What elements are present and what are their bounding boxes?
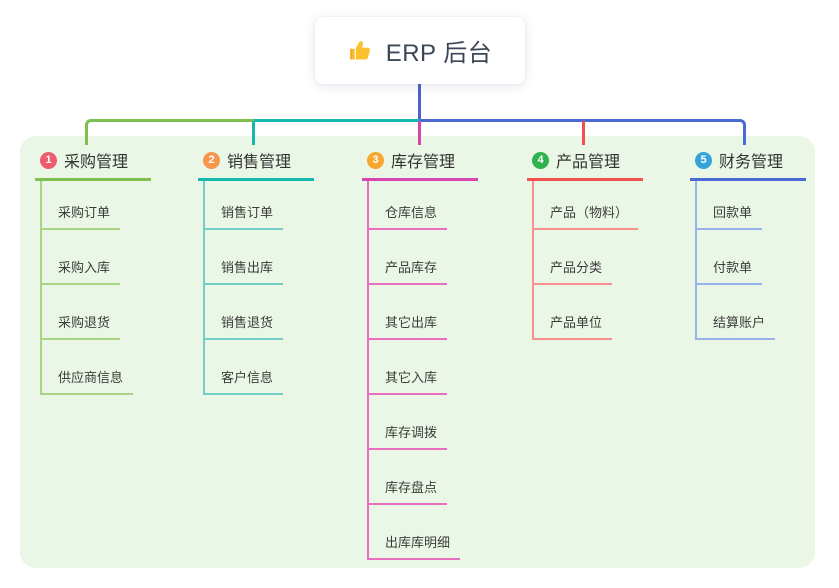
branch-header-1[interactable]: 1 采购管理 [35, 148, 151, 181]
branch-title: 产品管理 [556, 154, 621, 171]
branch-title: 销售管理 [227, 154, 292, 171]
branch-item[interactable]: 产品单位 [532, 313, 613, 340]
branch-number-badge: 1 [40, 151, 57, 169]
branch-number-badge: 4 [532, 151, 549, 169]
branch-item[interactable]: 付款单 [695, 258, 763, 285]
branch-item[interactable]: 库存调拨 [367, 423, 448, 450]
thumbs-up-icon [349, 41, 370, 60]
branch-item[interactable]: 库存盘点 [367, 478, 448, 505]
background-panel [20, 136, 815, 568]
bus-segment-right [420, 119, 746, 145]
branch-trunk-line [40, 178, 42, 395]
branch-item[interactable]: 销售订单 [203, 203, 284, 230]
branch-number-badge: 5 [695, 151, 712, 169]
branch-item[interactable]: 仓库信息 [367, 203, 448, 230]
root-title: ERP 后台 [385, 40, 493, 67]
branch-item[interactable]: 采购退货 [40, 313, 121, 340]
branch-item[interactable]: 其它入库 [367, 368, 448, 395]
branch-title: 库存管理 [391, 154, 456, 171]
branch-item[interactable]: 产品（物料） [532, 203, 639, 230]
branch-trunk-line [532, 178, 534, 340]
branch-drop-line-3 [418, 121, 421, 145]
root-node[interactable]: ERP 后台 [315, 17, 525, 84]
branch-item[interactable]: 其它出库 [367, 313, 448, 340]
branch-header-4[interactable]: 4 产品管理 [527, 148, 643, 181]
branch-item[interactable]: 销售出库 [203, 258, 284, 285]
branch-header-2[interactable]: 2 销售管理 [198, 148, 314, 181]
branch-title: 采购管理 [64, 154, 129, 171]
branch-title: 财务管理 [719, 154, 784, 171]
branch-item[interactable]: 出库库明细 [367, 533, 461, 560]
branch-item[interactable]: 回款单 [695, 203, 763, 230]
branch-trunk-line [367, 178, 369, 560]
branch-item[interactable]: 销售退货 [203, 313, 284, 340]
branch-header-5[interactable]: 5 财务管理 [690, 148, 806, 181]
branch-trunk-line [203, 178, 205, 395]
branch-trunk-line [695, 178, 697, 340]
root-connector-line [418, 84, 421, 119]
branch-item[interactable]: 供应商信息 [40, 368, 134, 395]
branch-item[interactable]: 产品库存 [367, 258, 448, 285]
branch-drop-line-4 [582, 121, 585, 145]
branch-item[interactable]: 采购订单 [40, 203, 121, 230]
branch-drop-line-2 [252, 121, 255, 145]
bus-segment-left [85, 119, 254, 145]
branch-number-badge: 2 [203, 151, 220, 169]
branch-header-3[interactable]: 3 库存管理 [362, 148, 478, 181]
branch-number-badge: 3 [367, 151, 384, 169]
branch-item[interactable]: 客户信息 [203, 368, 284, 395]
bus-segment-middle [254, 119, 420, 122]
branch-item[interactable]: 采购入库 [40, 258, 121, 285]
branch-item[interactable]: 结算账户 [695, 313, 776, 340]
branch-item[interactable]: 产品分类 [532, 258, 613, 285]
